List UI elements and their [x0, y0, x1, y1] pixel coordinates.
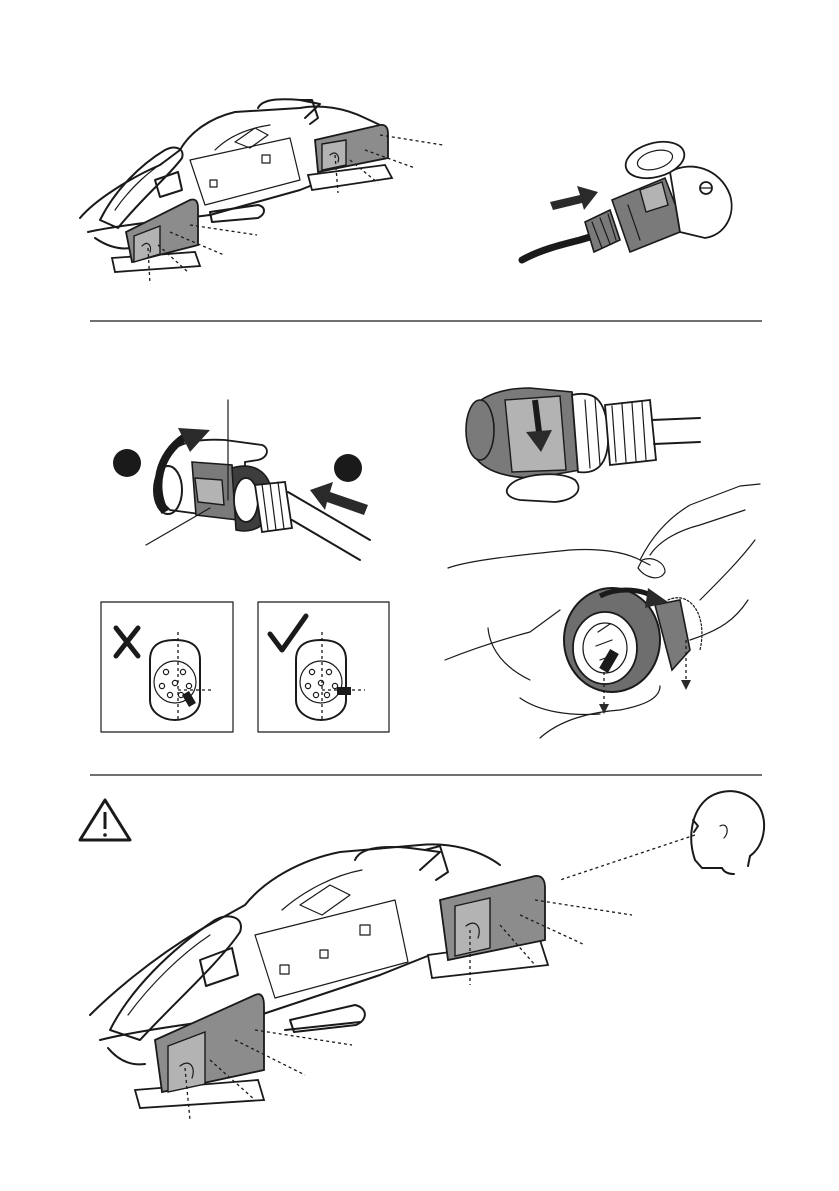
cross-mark-icon: [116, 628, 138, 656]
plug-rotate-illustration: [113, 400, 370, 560]
step-marker-icon: [113, 449, 141, 477]
warning-triangle-icon: [80, 800, 130, 840]
check-mark-icon: [270, 616, 306, 650]
push-arrow-icon: [550, 186, 598, 210]
carrier-illustration-bottom: [90, 844, 632, 1120]
hand-connector-illustration: [445, 484, 760, 738]
carrier-illustration-top: [80, 99, 443, 284]
pin-check-correct: [258, 602, 389, 732]
plug-lock-illustration: [466, 388, 700, 502]
plug-insert-illustration: [522, 136, 732, 260]
pin-check-wrong: [101, 602, 233, 732]
observer-head-icon: [691, 791, 764, 874]
step-marker-icon: [334, 454, 362, 482]
